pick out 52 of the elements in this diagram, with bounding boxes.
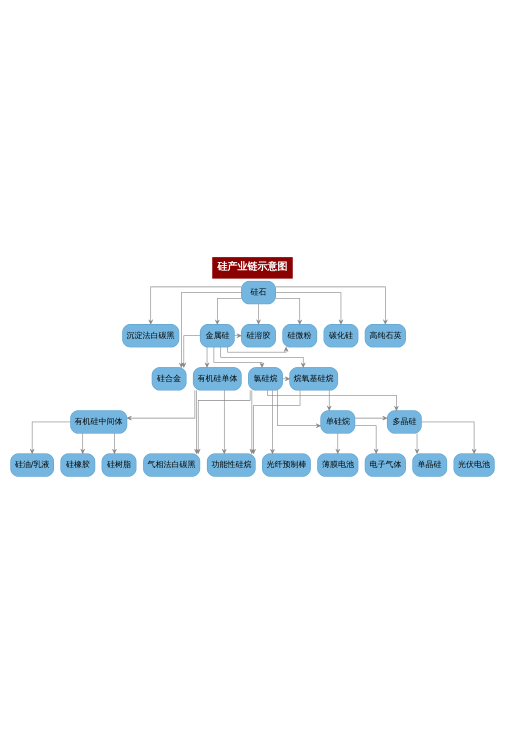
arrow	[335, 433, 340, 454]
arrow	[204, 346, 210, 368]
node-box: 硅油/乳液	[10, 453, 54, 477]
arrow	[251, 390, 300, 454]
node-box: 功能性硅烷	[206, 453, 256, 477]
arrow	[30, 422, 71, 454]
diagram-title: 硅产业链示意图	[218, 262, 288, 273]
node-box: 烷氧基硅烷	[289, 367, 338, 391]
node-box: 气相法白碳黑	[143, 453, 200, 477]
node-box: 单硅烷	[320, 410, 356, 434]
node-box: 光伏电池	[454, 453, 495, 477]
arrow	[220, 346, 306, 368]
node-box: 硅橡胶	[60, 453, 96, 477]
node-box: 硅合金	[152, 367, 187, 391]
arrow	[277, 390, 321, 428]
node-box: 硅石	[241, 280, 276, 304]
node-box: 沉淀法白碳黑	[122, 324, 180, 348]
node-box: 多晶硅	[386, 410, 422, 434]
node-box: 有机硅单体	[192, 367, 242, 391]
arrow	[215, 298, 242, 325]
arrow	[421, 422, 476, 454]
arrow	[414, 433, 420, 454]
arrow	[80, 433, 86, 454]
arrow	[326, 390, 332, 411]
arrow	[276, 286, 388, 324]
node-box: 高纯石英	[364, 324, 406, 348]
arrow	[354, 425, 378, 454]
arrow	[214, 346, 264, 368]
arrow	[182, 335, 200, 368]
arrow	[194, 390, 199, 454]
arrow	[227, 346, 288, 352]
arrow	[275, 292, 344, 324]
node-box: 薄膜电池	[317, 453, 358, 477]
arrow	[256, 304, 261, 324]
arrow	[126, 390, 196, 420]
node-box: 单晶硅	[412, 453, 448, 477]
arrow	[267, 390, 399, 411]
node-box: 碳化硅	[324, 324, 358, 348]
node-box: 有机硅中间体	[70, 410, 128, 434]
arrow	[112, 433, 117, 454]
arrow	[148, 286, 242, 324]
node-box: 硅微粉	[282, 324, 318, 348]
node-box: 氯硅烷	[248, 367, 283, 391]
arrow	[222, 390, 227, 454]
arrow	[270, 390, 275, 454]
node-box: 光纤预制棒	[262, 453, 311, 477]
arrow	[354, 416, 388, 420]
arrow	[275, 298, 302, 325]
node-box: 金属硅	[200, 324, 235, 348]
node-box: 硅溶胶	[241, 324, 276, 348]
node-box: 电子气体	[364, 453, 406, 477]
node-box: 硅树脂	[102, 453, 136, 477]
